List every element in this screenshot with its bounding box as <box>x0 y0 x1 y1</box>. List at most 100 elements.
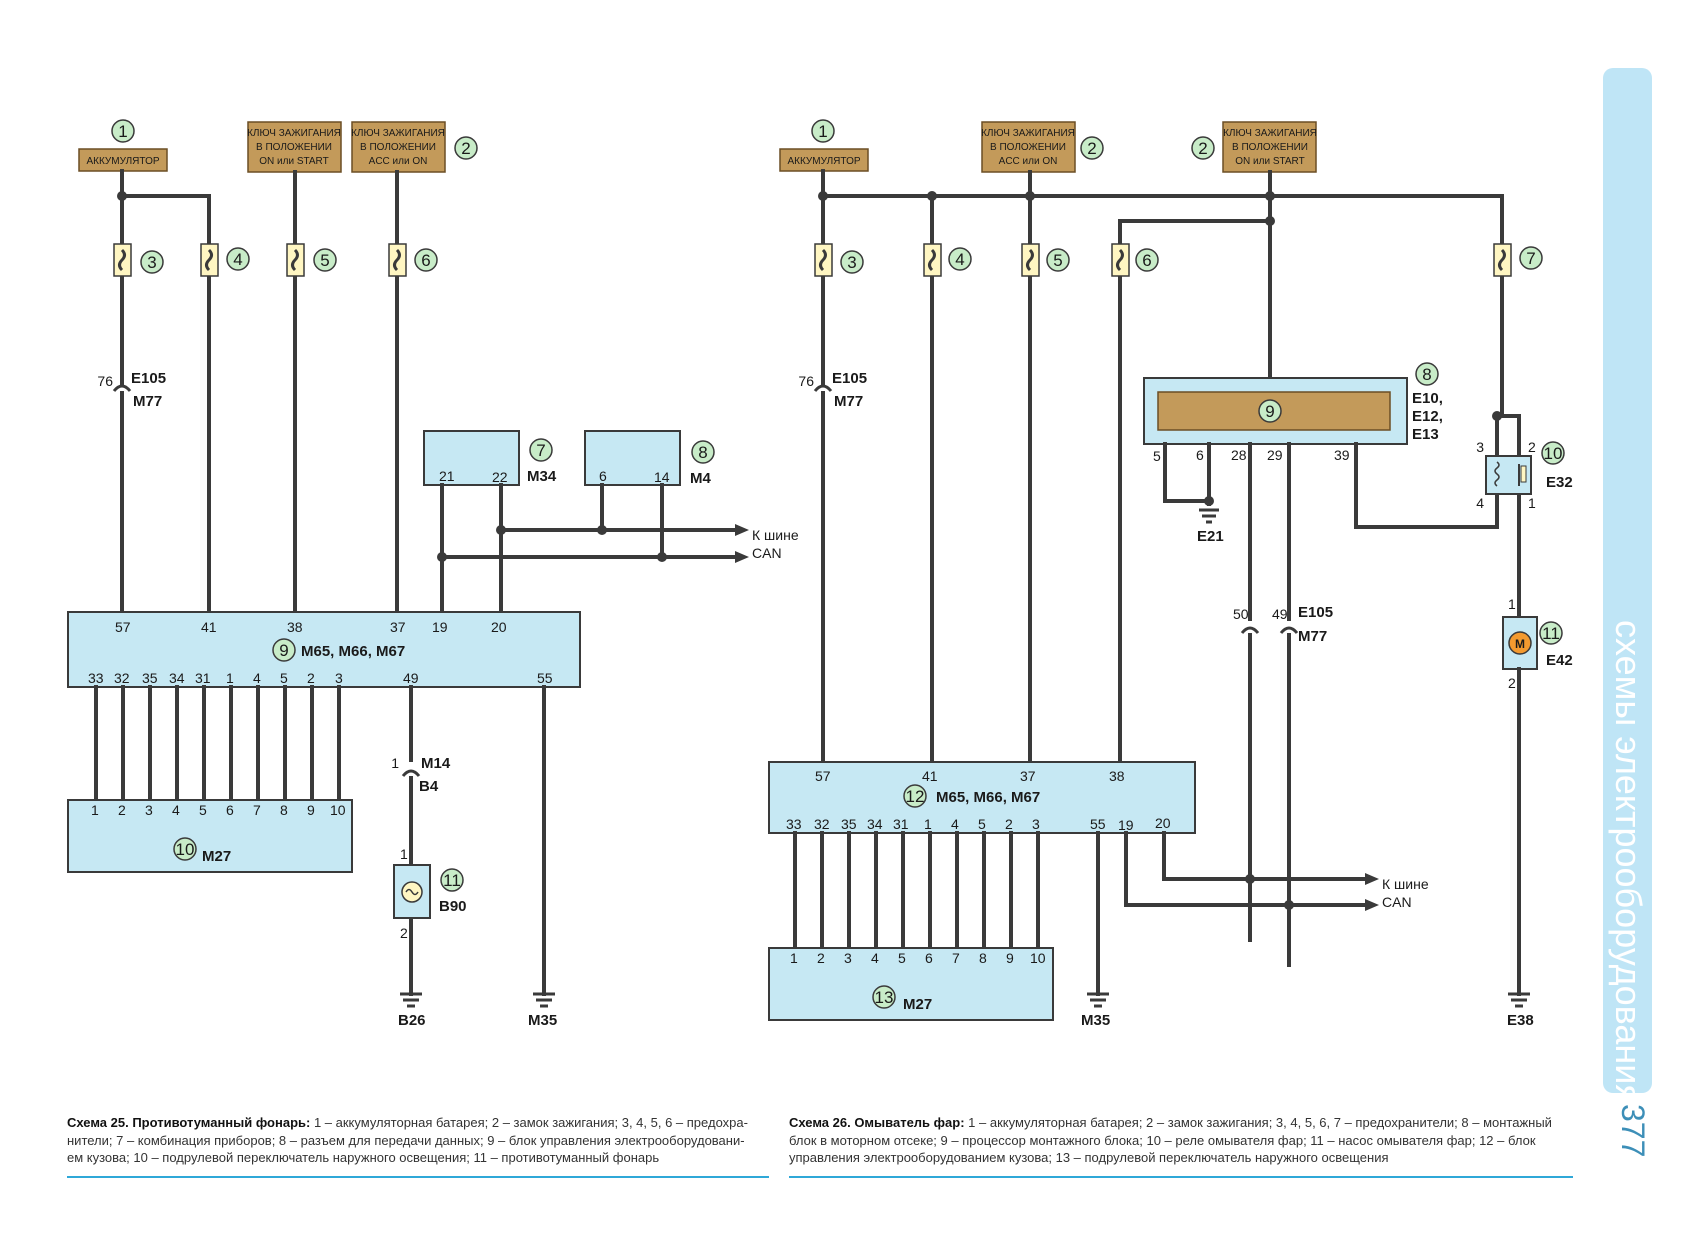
svg-text:2: 2 <box>817 950 825 966</box>
svg-text:6: 6 <box>599 468 607 484</box>
svg-text:M27: M27 <box>903 996 932 1013</box>
svg-text:3: 3 <box>1476 439 1484 455</box>
svg-text:4: 4 <box>871 950 879 966</box>
fuse-5-25: 5 <box>286 243 337 277</box>
connector-e105-26: 76 E105 M77 <box>798 370 867 410</box>
svg-text:АККУМУЛЯТОР: АККУМУЛЯТОР <box>86 156 159 167</box>
svg-text:49: 49 <box>403 670 419 686</box>
svg-text:В ПОЛОЖЕНИИ: В ПОЛОЖЕНИИ <box>1232 142 1308 153</box>
svg-text:2: 2 <box>1198 139 1207 158</box>
svg-text:7: 7 <box>536 441 545 460</box>
svg-text:3: 3 <box>847 253 856 272</box>
svg-text:2: 2 <box>307 670 315 686</box>
svg-text:33: 33 <box>88 670 104 686</box>
svg-text:КЛЮЧ ЗАЖИГАНИЯ: КЛЮЧ ЗАЖИГАНИЯ <box>351 128 445 139</box>
section-side-tab <box>1603 68 1652 1093</box>
svg-text:M27: M27 <box>202 848 231 865</box>
svg-text:49: 49 <box>1272 606 1288 622</box>
svg-text:E32: E32 <box>1546 474 1573 491</box>
svg-text:10: 10 <box>330 802 346 818</box>
svg-text:M35: M35 <box>528 1012 557 1029</box>
svg-text:В ПОЛОЖЕНИИ: В ПОЛОЖЕНИИ <box>990 142 1066 153</box>
fuse-7-26: 7 <box>1493 243 1543 277</box>
svg-text:5: 5 <box>199 802 207 818</box>
svg-text:31: 31 <box>893 816 909 832</box>
svg-text:5: 5 <box>1153 448 1161 464</box>
svg-text:M77: M77 <box>133 393 162 410</box>
svg-text:5: 5 <box>320 251 329 270</box>
can-arrows-25 <box>735 524 749 563</box>
svg-text:1: 1 <box>91 802 99 818</box>
svg-text:M35: M35 <box>1081 1012 1110 1029</box>
fuse-4-25: 4 <box>200 243 250 277</box>
light-switch-m27-25: 1 2 3 4 5 6 7 8 9 10 10 M27 <box>67 799 353 873</box>
ground-m35-26: M35 <box>1081 992 1110 1029</box>
svg-text:3: 3 <box>335 670 343 686</box>
svg-text:37: 37 <box>1020 768 1036 784</box>
svg-text:10: 10 <box>1030 950 1046 966</box>
svg-text:7: 7 <box>253 802 261 818</box>
svg-text:В ПОЛОЖЕНИИ: В ПОЛОЖЕНИИ <box>360 142 436 153</box>
svg-text:E10,: E10, <box>1412 390 1443 407</box>
svg-text:B4: B4 <box>419 778 439 795</box>
svg-text:3: 3 <box>844 950 852 966</box>
pump-pin-top: 1 <box>1508 596 1516 612</box>
svg-text:6: 6 <box>1196 447 1204 463</box>
connector-can-26: 50 49 E105 M77 <box>1233 604 1333 645</box>
svg-text:29: 29 <box>1267 447 1283 463</box>
svg-text:E105: E105 <box>832 370 867 387</box>
lamp-pin-bottom: 2 <box>400 925 408 941</box>
svg-text:50: 50 <box>1233 606 1249 622</box>
svg-text:20: 20 <box>491 619 507 635</box>
fuse-3-26: 3 <box>814 243 864 277</box>
can-bus-label-25: К шине <box>752 527 799 543</box>
ground-e38: E38 <box>1507 992 1534 1029</box>
svg-text:22: 22 <box>492 469 508 485</box>
svg-text:12: 12 <box>906 787 925 806</box>
svg-text:41: 41 <box>922 768 938 784</box>
ground-m35-25: M35 <box>528 992 557 1029</box>
svg-text:4: 4 <box>951 816 959 832</box>
can-arrows-26 <box>1365 873 1379 911</box>
svg-text:2: 2 <box>1528 439 1536 455</box>
svg-text:10: 10 <box>176 840 195 859</box>
svg-text:КЛЮЧ ЗАЖИГАНИЯ: КЛЮЧ ЗАЖИГАНИЯ <box>247 128 341 139</box>
svg-text:E38: E38 <box>1507 1012 1534 1029</box>
can-bus-label-26b: CAN <box>1382 894 1412 910</box>
svg-text:3: 3 <box>147 253 156 272</box>
svg-text:35: 35 <box>142 670 158 686</box>
svg-text:4: 4 <box>172 802 180 818</box>
svg-text:8: 8 <box>1422 365 1431 384</box>
fog-lamp-b90: 11 B90 <box>393 864 467 919</box>
svg-text:14: 14 <box>654 469 670 485</box>
svg-text:1: 1 <box>924 816 932 832</box>
svg-text:6: 6 <box>421 251 430 270</box>
svg-text:3: 3 <box>145 802 153 818</box>
svg-text:5: 5 <box>280 670 288 686</box>
light-switch-m27-26: 1 2 3 4 5 6 7 8 9 10 13 M27 <box>768 947 1054 1021</box>
svg-text:M65, M66, M67: M65, M66, M67 <box>301 643 405 660</box>
svg-text:19: 19 <box>432 619 448 635</box>
svg-text:13: 13 <box>875 988 894 1007</box>
svg-text:10: 10 <box>1544 444 1563 463</box>
svg-text:M14: M14 <box>421 755 451 772</box>
svg-text:32: 32 <box>114 670 130 686</box>
svg-text:32: 32 <box>814 816 830 832</box>
svg-text:1: 1 <box>790 950 798 966</box>
svg-text:76: 76 <box>97 373 113 389</box>
svg-text:ACC или ON: ACC или ON <box>999 156 1058 167</box>
svg-text:ON или START: ON или START <box>259 156 328 167</box>
svg-text:АККУМУЛЯТОР: АККУМУЛЯТОР <box>787 156 860 167</box>
ignition-on-start-25: КЛЮЧ ЗАЖИГАНИЯ В ПОЛОЖЕНИИ ON или START <box>247 121 342 173</box>
svg-text:7: 7 <box>1526 249 1535 268</box>
svg-text:4: 4 <box>233 250 242 269</box>
svg-text:6: 6 <box>226 802 234 818</box>
section-title: схемы электрооборудования <box>1607 620 1649 1104</box>
svg-text:34: 34 <box>169 670 185 686</box>
washer-pump-e42: M 11 E42 <box>1502 616 1573 670</box>
svg-text:7: 7 <box>952 950 960 966</box>
fuse-3-25: 3 <box>113 243 164 277</box>
svg-text:55: 55 <box>537 670 553 686</box>
diagram-26: АККУМУЛЯТОР 1 КЛЮЧ ЗАЖИГАНИЯ В ПОЛОЖЕНИИ… <box>768 119 1573 1029</box>
